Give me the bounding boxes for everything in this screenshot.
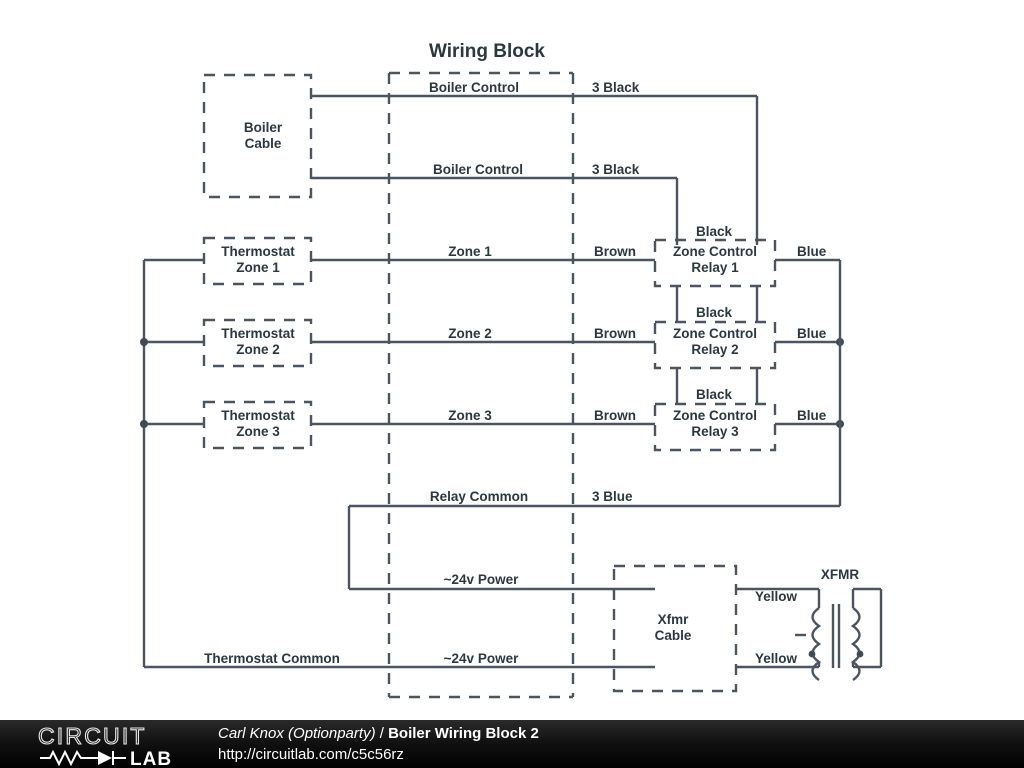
- footer-circuit-title: Boiler Wiring Block 2: [388, 725, 539, 742]
- xfmr-secondary-polarity-dot: [856, 650, 864, 658]
- label-black-2: Black: [696, 305, 733, 320]
- wiring-diagram-canvas: Wiring Block Boiler Cable Boiler Control…: [140, 41, 883, 699]
- xfmr-cable-label-line2: Cable: [655, 628, 692, 643]
- zone-control-relay-2-box: [653, 320, 777, 370]
- footer-credit-line: Carl Knox (Optionparty) / Boiler Wiring …: [218, 723, 539, 744]
- label-zone-2: Zone 2: [448, 326, 492, 341]
- zone-control-relay-3-box: [653, 402, 777, 452]
- boiler-cable-label-line1: Boiler: [244, 120, 283, 135]
- label-brown-3: Brown: [594, 408, 636, 423]
- junction-dot-zone-2: [140, 338, 148, 346]
- label-yellow-lower: Yellow: [755, 651, 798, 666]
- thermostat-zone-3-label-line2: Zone 3: [236, 424, 280, 439]
- zone-control-relay-1-label-line2: Relay 1: [691, 260, 739, 275]
- thermostat-zone-1-label-line2: Zone 1: [236, 260, 280, 275]
- footer-author: Carl Knox (Optionparty): [218, 725, 376, 742]
- label-black-3: Black: [696, 387, 733, 402]
- label-24v-power-lower: ~24v Power: [444, 651, 519, 666]
- zone-control-relay-1-box: [653, 238, 777, 288]
- label-blue-3: Blue: [797, 408, 827, 423]
- xfmr-secondary-coil: [850, 607, 861, 681]
- zone-control-relay-2-label-line2: Relay 2: [691, 342, 738, 357]
- junction-dot-zone-3: [140, 420, 148, 428]
- page-title: Wiring Block: [429, 41, 545, 62]
- zone-control-relay-2-label-line1: Zone Control: [673, 326, 757, 341]
- xfmr-primary-polarity-dot: [808, 650, 816, 658]
- resistor-diode-icon: [40, 749, 126, 766]
- label-yellow-upper: Yellow: [755, 589, 798, 604]
- thermostat-zone-2-label-line1: Thermostat: [221, 326, 295, 341]
- label-blue-1: Blue: [797, 244, 827, 259]
- label-24v-power-upper: ~24v Power: [444, 572, 519, 587]
- label-brown-1: Brown: [594, 244, 636, 259]
- label-3-blue: 3 Blue: [592, 489, 633, 504]
- label-3-black-1: 3 Black: [592, 80, 640, 95]
- footer-bar: CIRCUIT LAB Carl Knox (Optionparty) / Bo…: [0, 720, 1024, 768]
- label-3-black-2: 3 Black: [592, 162, 640, 177]
- label-thermostat-common: Thermostat Common: [204, 651, 340, 666]
- label-boiler-control-2: Boiler Control: [433, 162, 523, 177]
- xfmr-cable-box: [612, 564, 738, 693]
- zone-control-relay-3-label-line2: Relay 3: [691, 424, 739, 439]
- footer-url[interactable]: http://circuitlab.com/c5c56rz: [218, 746, 404, 763]
- label-xfmr: XFMR: [821, 567, 859, 582]
- label-relay-common: Relay Common: [430, 489, 528, 504]
- zone-control-relay-1-label-line1: Zone Control: [673, 244, 757, 259]
- label-zone-1: Zone 1: [448, 244, 492, 259]
- label-brown-2: Brown: [594, 326, 636, 341]
- thermostat-zone-1-label-line1: Thermostat: [221, 244, 295, 259]
- xfmr-cable-label-line1: Xfmr: [658, 612, 690, 627]
- thermostat-zone-2-label-line2: Zone 2: [236, 342, 280, 357]
- logo-word-circuit: CIRCUIT: [38, 724, 147, 749]
- zone-control-relay-3-label-line1: Zone Control: [673, 408, 757, 423]
- label-boiler-control-1: Boiler Control: [429, 80, 519, 95]
- boiler-cable-box: [202, 73, 313, 199]
- thermostat-zone-3-label-line1: Thermostat: [221, 408, 295, 423]
- label-blue-2: Blue: [797, 326, 827, 341]
- label-black-1: Black: [696, 224, 733, 239]
- circuitlab-logo[interactable]: CIRCUIT LAB: [36, 724, 196, 766]
- footer-credits: Carl Knox (Optionparty) / Boiler Wiring …: [218, 723, 539, 765]
- footer-separator: /: [375, 725, 389, 742]
- logo-word-lab: LAB: [130, 749, 172, 766]
- resistor-zigzag-icon: [40, 749, 98, 766]
- diode-triangle-icon: [98, 751, 112, 765]
- transformer-symbol: [795, 587, 883, 681]
- xfmr-primary-coil: [811, 607, 822, 681]
- label-zone-3: Zone 3: [448, 408, 492, 423]
- boiler-cable-label-line2: Cable: [245, 136, 282, 151]
